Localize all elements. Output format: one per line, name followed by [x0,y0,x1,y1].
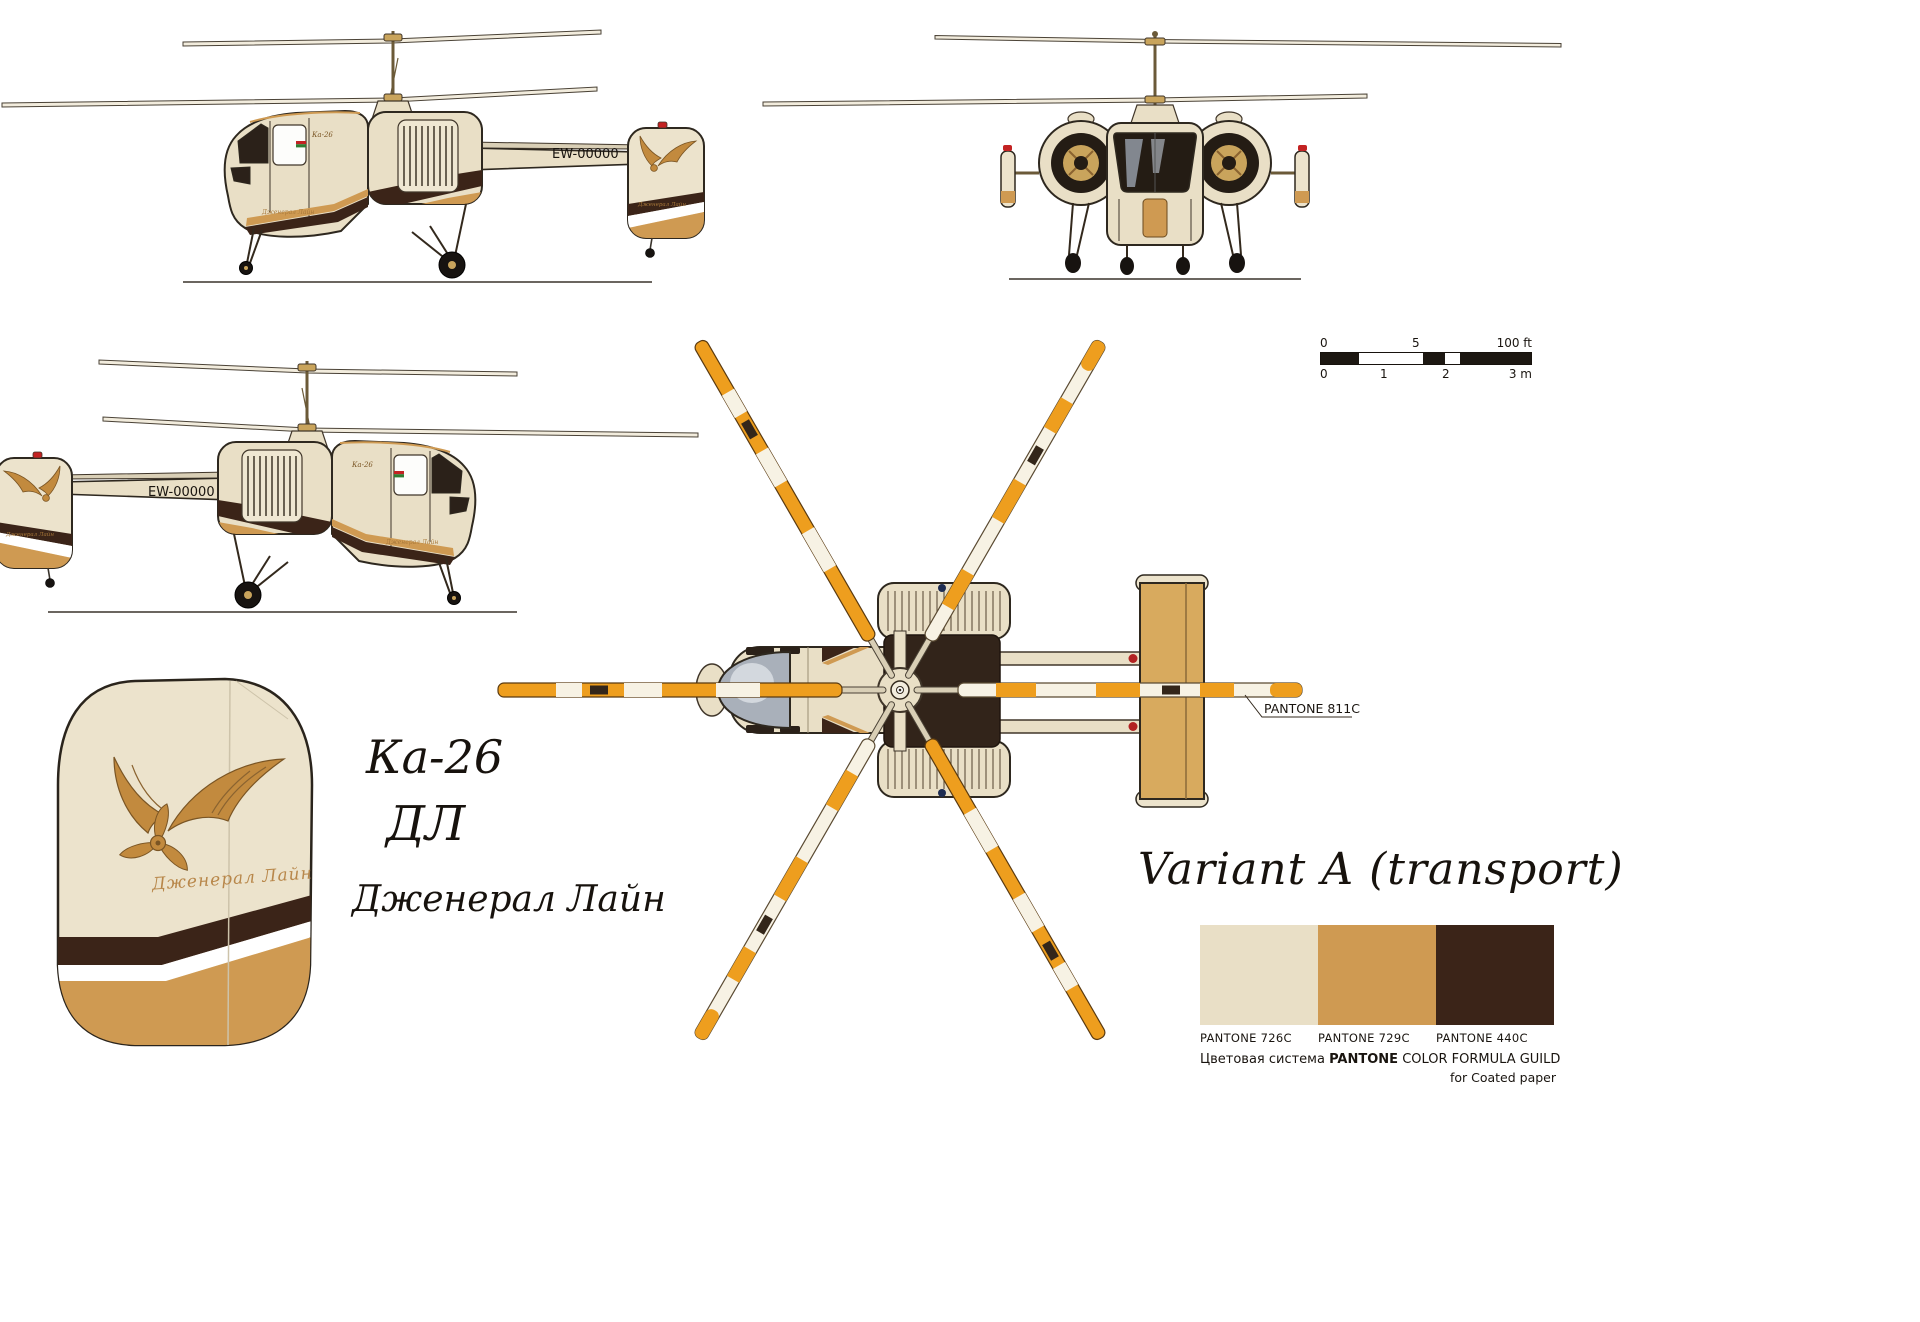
swatch-label: PANTONE 729C [1318,1031,1410,1045]
beacon-light [1003,145,1012,151]
pod-model-script: Ка-26 [351,461,373,469]
tick-label: 1 [1380,367,1388,381]
scale-ticks-ft: 0 5 100 ft [1320,336,1532,352]
side-view-port: EW-00000 Дженерал Лайн Дженерал Лайн Ка-… [0,330,720,660]
footer-brand: PANTONE [1329,1052,1399,1067]
pantone-swatch-labels: PANTONE 726C PANTONE 729C PANTONE 440C [1200,1031,1554,1045]
left-wing [113,756,166,835]
tick-label: 0 [1320,336,1328,350]
landing-gear [1068,202,1242,259]
lower-rotor-blades [762,93,1368,107]
cabin-front [1106,122,1204,246]
swatch-label: PANTONE 440C [1436,1031,1528,1045]
coated-paper-note: for Coated paper [1449,1070,1556,1085]
tick-label: 2 [1442,367,1450,381]
blade-pantone-label: PANTONE 811C [1264,701,1360,716]
pod-airline-script: Дженерал Лайн [261,209,314,216]
left-engine [1038,111,1124,206]
model-script-label: Ка-26 [366,730,504,784]
tick-label: 3 m [1508,367,1532,381]
color-system-note: Цветовая система PANTONE COLOR FORMULA G… [1200,1052,1560,1067]
fin-logo-detail: Дженерал Лайн [56,677,313,1047]
fin-airline-script: Дженерал Лайн [5,532,54,538]
nose-panel [1142,198,1168,238]
wheel [1120,257,1134,275]
pantone-swatches [1200,925,1554,1025]
rotor-hub [890,680,910,700]
side-view-starboard: EW-00000 Дженерал Лайн Дженерал Лайн Ка-… [0,0,710,310]
footer-prefix: Цветовая система [1200,1052,1330,1067]
tick-label: 100 ft [1496,336,1532,350]
beacon-light [1298,145,1307,151]
rotor-mast [1128,31,1182,130]
rotor-symbol [118,803,188,871]
tick-label: 0 [1320,367,1328,381]
top-view: EW-00000 PANTONE 811C [497,337,1360,1043]
footer-suffix: COLOR FORMULA GUILD [1398,1052,1561,1067]
monogram-script-label: ДЛ [386,796,466,852]
wheel [1065,253,1081,273]
pod-airline-script: Дженерал Лайн [385,539,438,546]
swatch-pantone-726c [1200,925,1318,1025]
tick-label: 5 [1412,336,1420,350]
swatch-label: PANTONE 726C [1200,1031,1292,1045]
right-wing [167,758,287,832]
scale-bar: 0 5 100 ft 0 1 2 3 m [1320,336,1532,383]
wheel [1176,257,1190,275]
airline-script-label: Дженерал Лайн [352,879,666,920]
fin-airline-script: Дженерал Лайн [637,202,686,208]
tail-fins-front [1000,145,1310,208]
pantone-callout: PANTONE 811C [1244,694,1360,718]
beacon-light [1128,722,1138,731]
upper-rotor-blades [934,34,1562,48]
wheel [1229,253,1245,273]
registration-text: EW-00000 [148,485,215,500]
pod-model-script: Ка-26 [311,131,333,139]
variant-title: Variant A (transport) [1138,844,1624,895]
fin-stripes [58,895,312,1045]
scale-ticks-m: 0 1 2 3 m [1320,367,1532,383]
beacon-light [1128,654,1138,663]
swatch-pantone-729c [1318,925,1436,1025]
front-view [762,31,1562,280]
registration-text: EW-00000 [552,147,619,162]
airline-emblem [113,756,287,871]
scale-bar-graphic [1320,352,1532,365]
swatch-pantone-440c [1436,925,1554,1025]
